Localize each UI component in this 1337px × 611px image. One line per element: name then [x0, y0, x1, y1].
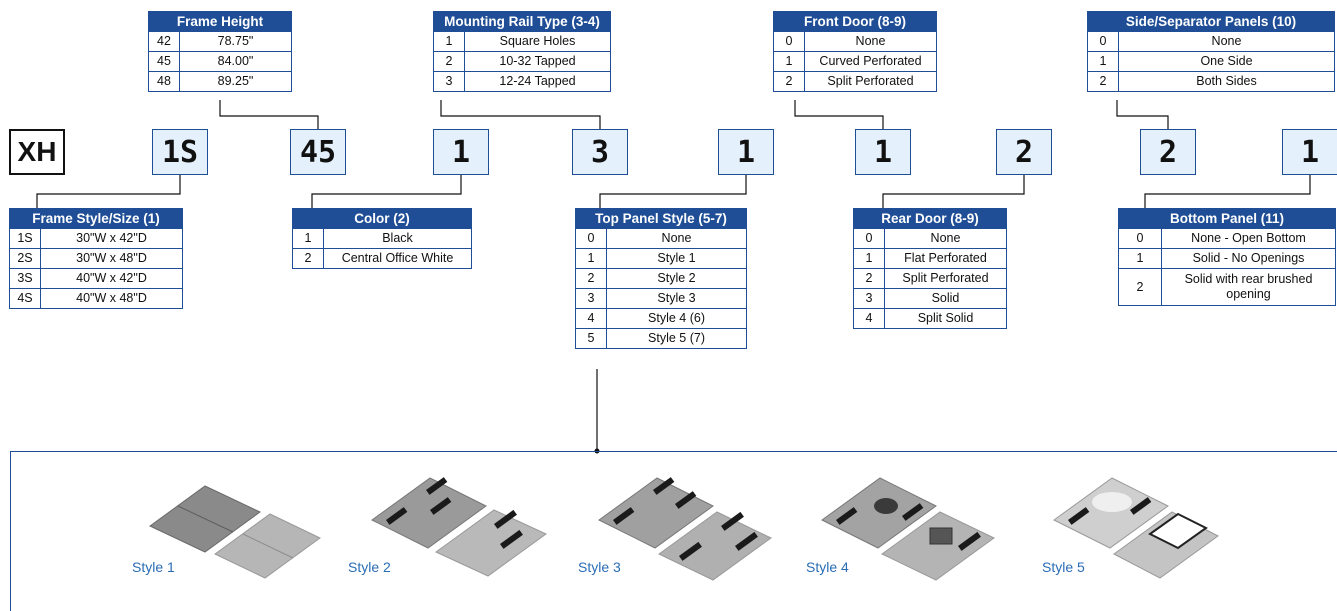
code-box-frame-style: 1S: [152, 129, 208, 175]
top-panel-style-4-image: [821, 477, 995, 581]
code-box-rail: 3: [572, 129, 628, 175]
style-4-label: Style 4: [806, 559, 849, 575]
top-panel-title: Top Panel Style (5-7): [575, 208, 747, 229]
style-2-label: Style 2: [348, 559, 391, 575]
front-door-title: Front Door (8-9): [773, 11, 937, 32]
frame-style-title: Frame Style/Size (1): [9, 208, 183, 229]
code-box-front-door: 1: [855, 129, 911, 175]
code-box-top-panel: 1: [718, 129, 774, 175]
code-box-side-panels: 2: [1140, 129, 1196, 175]
top-panel-gallery: [10, 451, 1337, 611]
connector-lines: [36, 100, 1311, 454]
top-panel-style-3-image: [598, 477, 772, 581]
style-5-label: Style 5: [1042, 559, 1085, 575]
frame-height-title: Frame Height: [148, 11, 292, 32]
top-panel-style-5-image: [1053, 477, 1219, 579]
code-box-rear-door: 2: [996, 129, 1052, 175]
top-panel-style-1-image: [149, 485, 321, 579]
code-box-frame-height: 45: [290, 129, 346, 175]
rear-door-title: Rear Door (8-9): [853, 208, 1007, 229]
color-title: Color (2): [292, 208, 472, 229]
code-box-series: XH: [9, 129, 65, 175]
style-3-label: Style 3: [578, 559, 621, 575]
code-box-bottom-panel: 1: [1282, 129, 1337, 175]
top-panel-style-2-image: [371, 477, 547, 577]
mounting-rail-title: Mounting Rail Type (3-4): [433, 11, 611, 32]
code-box-color: 1: [433, 129, 489, 175]
side-panels-title: Side/Separator Panels (10): [1087, 11, 1335, 32]
bottom-panel-title: Bottom Panel (11): [1118, 208, 1336, 229]
style-1-label: Style 1: [132, 559, 175, 575]
